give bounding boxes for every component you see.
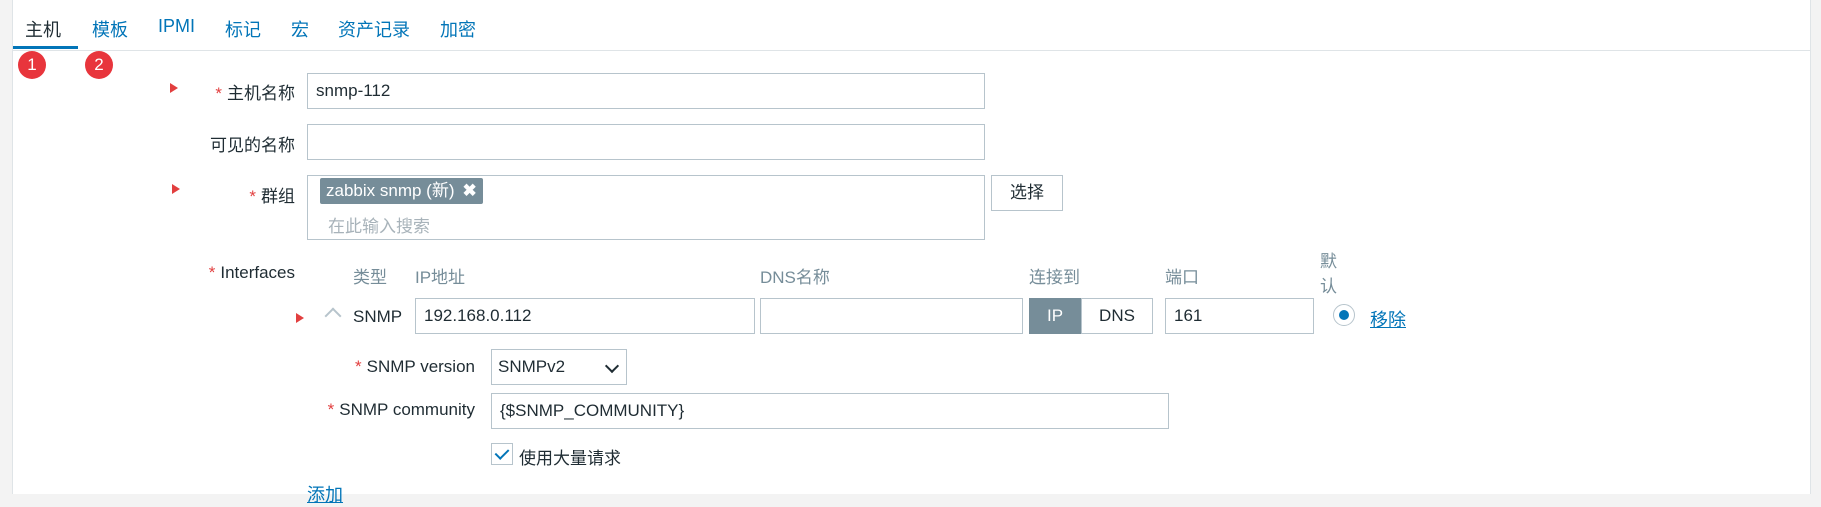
tab-bar: 主机 模板 IPMI 标记 宏 资产记录 加密 xyxy=(13,0,1810,51)
interface-dns-input[interactable] xyxy=(760,298,1023,334)
interfaces-label: *Interfaces xyxy=(208,263,295,282)
annotation-badge-1: 1 xyxy=(18,51,46,79)
col-type: 类型 xyxy=(353,268,387,287)
bulk-requests-checkbox[interactable] xyxy=(491,443,513,465)
group-chip: zabbix snmp (新)✖ xyxy=(320,178,483,204)
host-form-panel: 主机 模板 IPMI 标记 宏 资产记录 加密 1 2 *主机名称 可见的名称 … xyxy=(12,0,1811,505)
host-name-label: *主机名称 xyxy=(215,84,295,103)
visible-name-input[interactable] xyxy=(307,124,985,160)
groups-search-placeholder[interactable]: 在此输入搜索 xyxy=(328,217,430,236)
connect-ip-toggle[interactable]: IP xyxy=(1029,298,1081,334)
interface-port-input[interactable] xyxy=(1165,298,1314,334)
interface-ip-input[interactable] xyxy=(415,298,755,334)
tab-templates[interactable]: 模板 xyxy=(92,20,128,40)
snmp-community-label: *SNMP community xyxy=(327,400,475,419)
snmp-community-input[interactable] xyxy=(491,393,1169,429)
select-groups-button[interactable]: 选择 xyxy=(991,175,1063,211)
remove-chip-icon[interactable]: ✖ xyxy=(462,181,477,200)
host-name-input[interactable] xyxy=(307,73,985,109)
interface-type: SNMP xyxy=(353,307,403,326)
add-interface-link[interactable]: 添加 xyxy=(307,485,343,505)
required-arrow-icon xyxy=(170,83,178,93)
col-port: 端口 xyxy=(1165,268,1199,287)
tab-tags[interactable]: 标记 xyxy=(225,20,261,40)
col-connect: 连接到 xyxy=(1029,268,1080,287)
collapse-chevron-icon[interactable] xyxy=(324,307,342,325)
col-dns: DNS名称 xyxy=(760,268,830,287)
annotation-badge-2: 2 xyxy=(85,51,113,79)
bulk-requests-label: 使用大量请求 xyxy=(519,449,621,468)
remove-interface-link[interactable]: 移除 xyxy=(1370,310,1406,330)
tab-encryption[interactable]: 加密 xyxy=(440,20,476,40)
tab-ipmi[interactable]: IPMI xyxy=(158,16,196,36)
tab-inventory[interactable]: 资产记录 xyxy=(338,20,410,40)
visible-name-label: 可见的名称 xyxy=(210,136,295,155)
groups-label: *群组 xyxy=(249,187,295,206)
required-arrow-icon xyxy=(172,184,180,194)
col-ip: IP地址 xyxy=(415,268,466,287)
col-default: 默认 xyxy=(1320,252,1337,296)
tab-macros[interactable]: 宏 xyxy=(291,20,309,40)
snmp-version-select[interactable]: SNMPv2 xyxy=(491,349,627,385)
connect-dns-toggle[interactable]: DNS xyxy=(1081,298,1153,334)
active-tab-indicator xyxy=(13,46,78,49)
tab-host[interactable]: 主机 xyxy=(25,20,61,40)
required-arrow-icon xyxy=(296,313,304,323)
default-interface-radio[interactable] xyxy=(1333,304,1355,326)
snmp-version-label: *SNMP version xyxy=(355,357,475,376)
chevron-down-icon xyxy=(604,358,620,374)
